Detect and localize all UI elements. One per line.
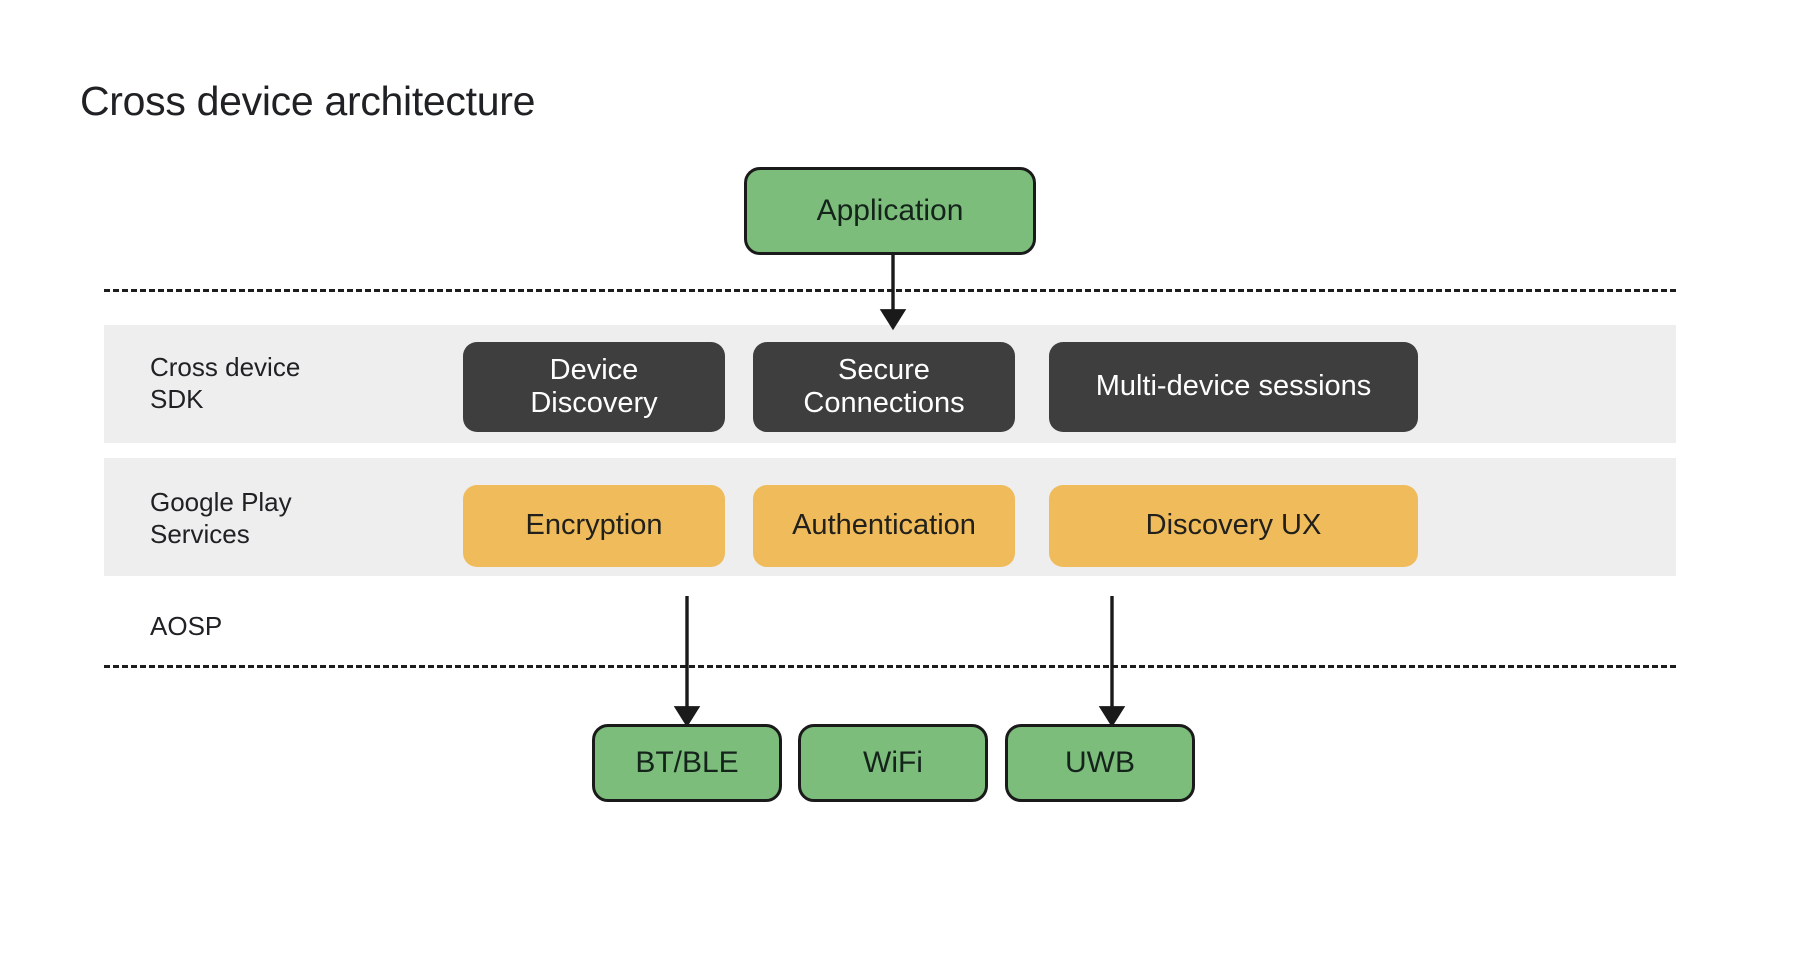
node-bt-ble[interactable]: BT/BLE [592,724,782,802]
node-device-discovery-label: Device Discovery [530,353,658,419]
node-discovery-ux-label: Discovery UX [1145,509,1322,542]
node-uwb-label: UWB [1065,745,1135,779]
page-title: Cross device architecture [80,78,536,124]
node-encryption[interactable]: Encryption [463,485,725,567]
node-device-discovery[interactable]: Device Discovery [463,342,725,432]
node-secure-connections-label: Secure Connections [803,353,965,419]
node-discovery-ux[interactable]: Discovery UX [1049,485,1418,567]
separator-aosp-boundary [104,665,1676,668]
node-wifi[interactable]: WiFi [798,724,988,802]
node-multi-device-sessions-label: Multi-device sessions [1095,370,1372,403]
node-multi-device-sessions[interactable]: Multi-device sessions [1049,342,1418,432]
node-secure-connections[interactable]: Secure Connections [753,342,1015,432]
node-uwb[interactable]: UWB [1005,724,1195,802]
band-label-google-play-services: Google Play Services [150,487,292,549]
node-wifi-label: WiFi [863,745,923,779]
separator-application-boundary [104,289,1676,292]
node-application-label: Application [816,193,964,227]
band-label-aosp: AOSP [150,611,223,641]
node-authentication-label: Authentication [792,509,976,542]
node-bt-ble-label: BT/BLE [635,745,739,779]
node-encryption-label: Encryption [525,509,663,542]
band-label-cross-device-sdk: Cross device SDK [150,352,301,414]
node-authentication[interactable]: Authentication [753,485,1015,567]
node-application[interactable]: Application [744,167,1036,255]
